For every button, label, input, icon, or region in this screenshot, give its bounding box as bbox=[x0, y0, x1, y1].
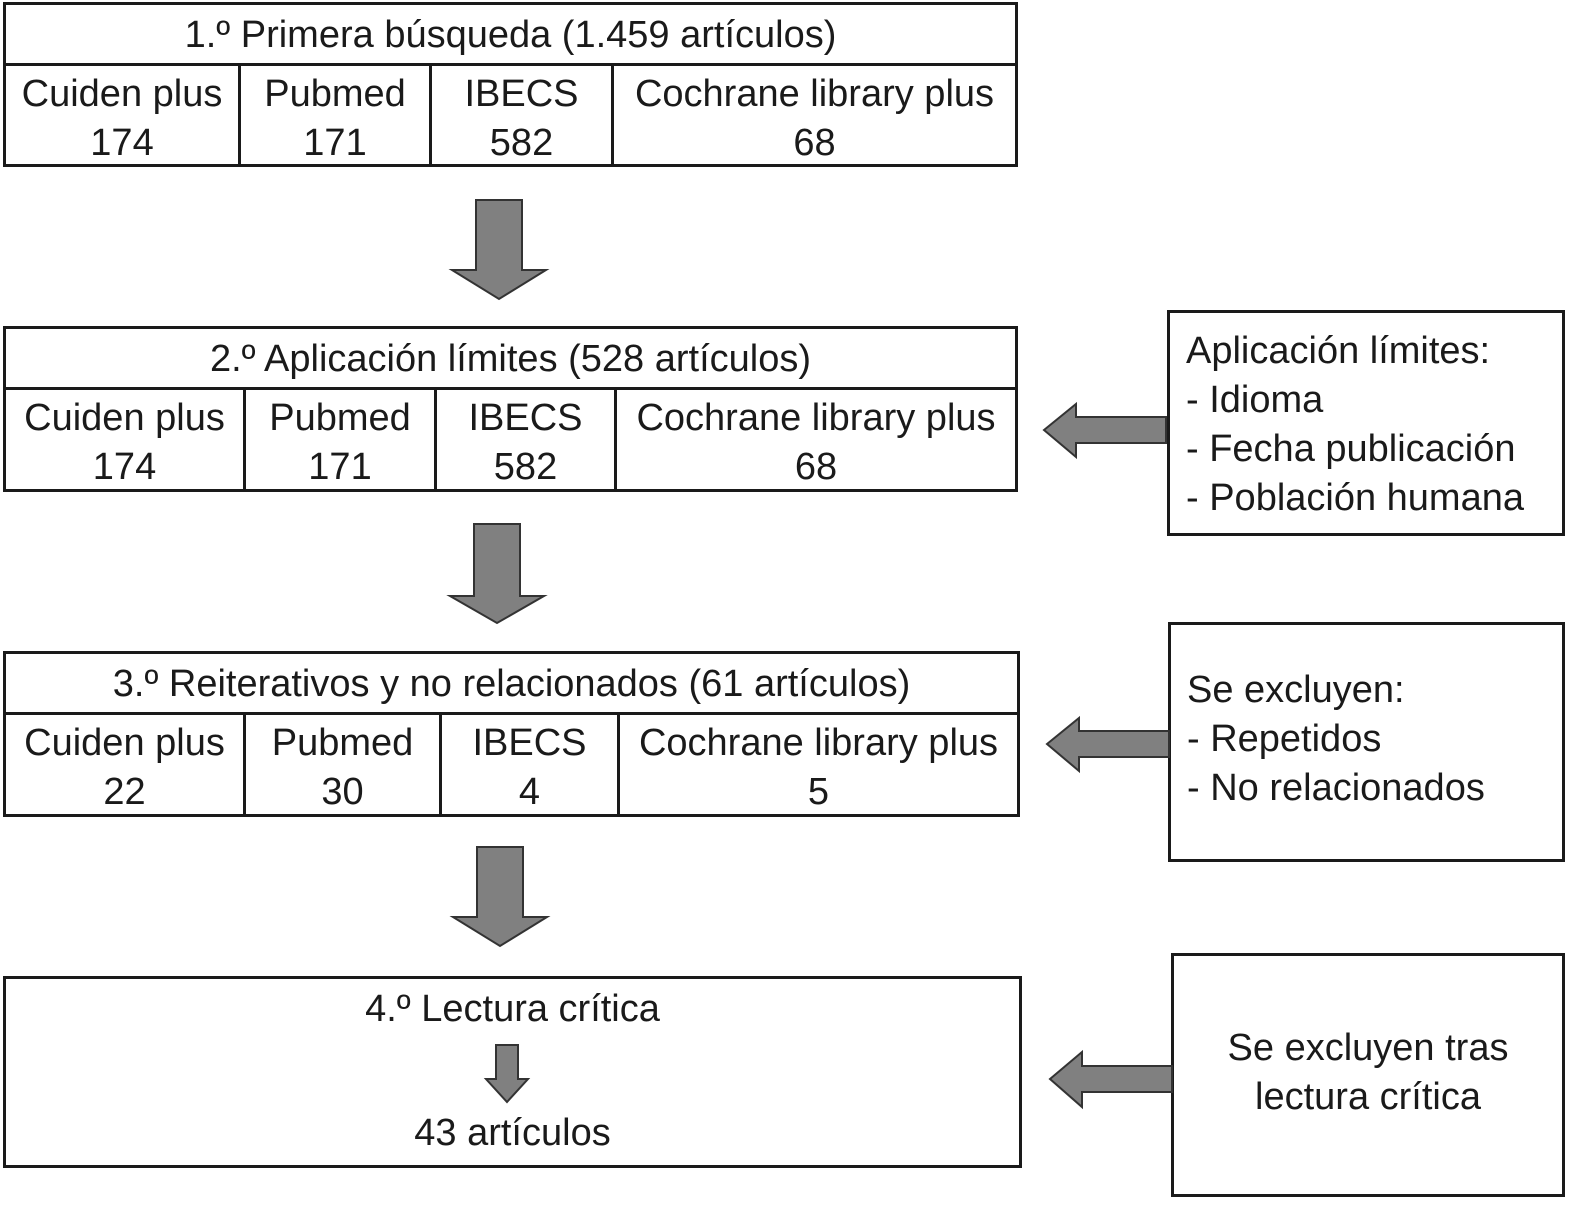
arrow-down-small-icon bbox=[483, 1044, 531, 1104]
source-name: IBECS bbox=[468, 397, 583, 439]
step1-cell-cochrane: Cochrane library plus 68 bbox=[611, 66, 1015, 167]
source-count: 68 bbox=[793, 122, 836, 164]
side-limits-item: - Fecha publicación bbox=[1186, 428, 1516, 470]
source-name: Cuiden plus bbox=[21, 73, 223, 115]
source-name: Cochrane library plus bbox=[638, 722, 999, 764]
source-count: 22 bbox=[103, 771, 146, 813]
step4-title: 4.º Lectura crítica bbox=[365, 988, 660, 1030]
source-count: 30 bbox=[321, 771, 364, 813]
side-excluded-item: - Repetidos bbox=[1187, 718, 1382, 760]
side-critical-line: lectura crítica bbox=[1255, 1076, 1481, 1118]
step2-cell-ibecs: IBECS 582 bbox=[434, 390, 614, 492]
arrow-left-icon bbox=[1042, 401, 1167, 460]
source-count: 174 bbox=[92, 446, 157, 488]
step1-cell-ibecs: IBECS 582 bbox=[429, 66, 611, 167]
step3-cell-pubmed: Pubmed 30 bbox=[243, 715, 439, 817]
step2-cell-cuiden: Cuiden plus 174 bbox=[6, 390, 243, 492]
source-count: 582 bbox=[493, 446, 558, 488]
source-name: Cuiden plus bbox=[24, 397, 225, 439]
step3-title: 3.º Reiterativos y no relacionados (61 a… bbox=[112, 663, 911, 705]
step3-sources-row: Cuiden plus 22 Pubmed 30 IBECS 4 Cochrane l… bbox=[6, 712, 1017, 817]
side-box-limits: Aplicación límites: - Idioma - Fecha pub… bbox=[1167, 310, 1565, 536]
step1-cell-cuiden: Cuiden plus 174 bbox=[6, 66, 238, 167]
source-count: 174 bbox=[90, 122, 154, 164]
side-limits-item: - Idioma bbox=[1186, 379, 1324, 421]
source-name: Pubmed bbox=[264, 73, 406, 115]
side-excluded-heading: Se excluyen: bbox=[1187, 669, 1405, 711]
step2-box: 2.º Aplicación límites (528 artículos) C… bbox=[3, 326, 1018, 492]
arrow-down-icon bbox=[449, 846, 551, 948]
source-name: IBECS bbox=[464, 73, 579, 115]
side-limits-item: - Población humana bbox=[1186, 477, 1524, 519]
source-count: 4 bbox=[518, 771, 541, 813]
step2-cell-cochrane: Cochrane library plus 68 bbox=[614, 390, 1015, 492]
step2-title: 2.º Aplicación límites (528 artículos) bbox=[209, 338, 812, 380]
arrow-down-icon bbox=[446, 523, 548, 625]
step1-sources-row: Cuiden plus 174 Pubmed 171 IBECS 582 Cochra… bbox=[6, 63, 1015, 167]
step2-cell-pubmed: Pubmed 171 bbox=[243, 390, 434, 492]
arrow-down-icon bbox=[448, 199, 550, 301]
step1-cell-pubmed: Pubmed 171 bbox=[238, 66, 429, 167]
source-name: Cochrane library plus bbox=[634, 73, 995, 115]
source-name: Pubmed bbox=[271, 722, 414, 764]
step3-cell-cochrane: Cochrane library plus 5 bbox=[617, 715, 1017, 817]
source-name: Cochrane library plus bbox=[636, 397, 996, 439]
step1-title: 1.º Primera búsqueda (1.459 artículos) bbox=[184, 14, 837, 56]
arrow-left-icon bbox=[1045, 715, 1170, 774]
step2-sources-row: Cuiden plus 174 Pubmed 171 IBECS 582 Cochra… bbox=[6, 387, 1015, 492]
source-count: 68 bbox=[794, 446, 838, 488]
source-count: 171 bbox=[308, 446, 372, 488]
step4-box: 4.º Lectura crítica 43 artículos bbox=[3, 976, 1022, 1168]
step3-cell-ibecs: IBECS 4 bbox=[439, 715, 617, 817]
side-box-excluded: Se excluyen: - Repetidos - No relacionad… bbox=[1168, 622, 1565, 862]
step4-result: 43 artículos bbox=[414, 1112, 611, 1154]
source-count: 582 bbox=[489, 122, 554, 164]
source-count: 5 bbox=[807, 771, 830, 813]
source-name: Pubmed bbox=[269, 397, 411, 439]
source-name: Cuiden plus bbox=[24, 722, 225, 764]
side-limits-heading: Aplicación límites: bbox=[1186, 330, 1491, 372]
side-box-critical-reading: Se excluyen tras lectura crítica bbox=[1171, 953, 1565, 1197]
source-name: IBECS bbox=[472, 722, 587, 764]
step3-box: 3.º Reiterativos y no relacionados (61 a… bbox=[3, 651, 1020, 817]
arrow-left-icon bbox=[1048, 1049, 1173, 1110]
side-critical-line: Se excluyen tras bbox=[1227, 1027, 1509, 1069]
step3-cell-cuiden: Cuiden plus 22 bbox=[6, 715, 243, 817]
source-count: 171 bbox=[303, 122, 367, 164]
step1-box: 1.º Primera búsqueda (1.459 artículos) C… bbox=[3, 2, 1018, 167]
side-excluded-item: - No relacionados bbox=[1187, 767, 1485, 809]
